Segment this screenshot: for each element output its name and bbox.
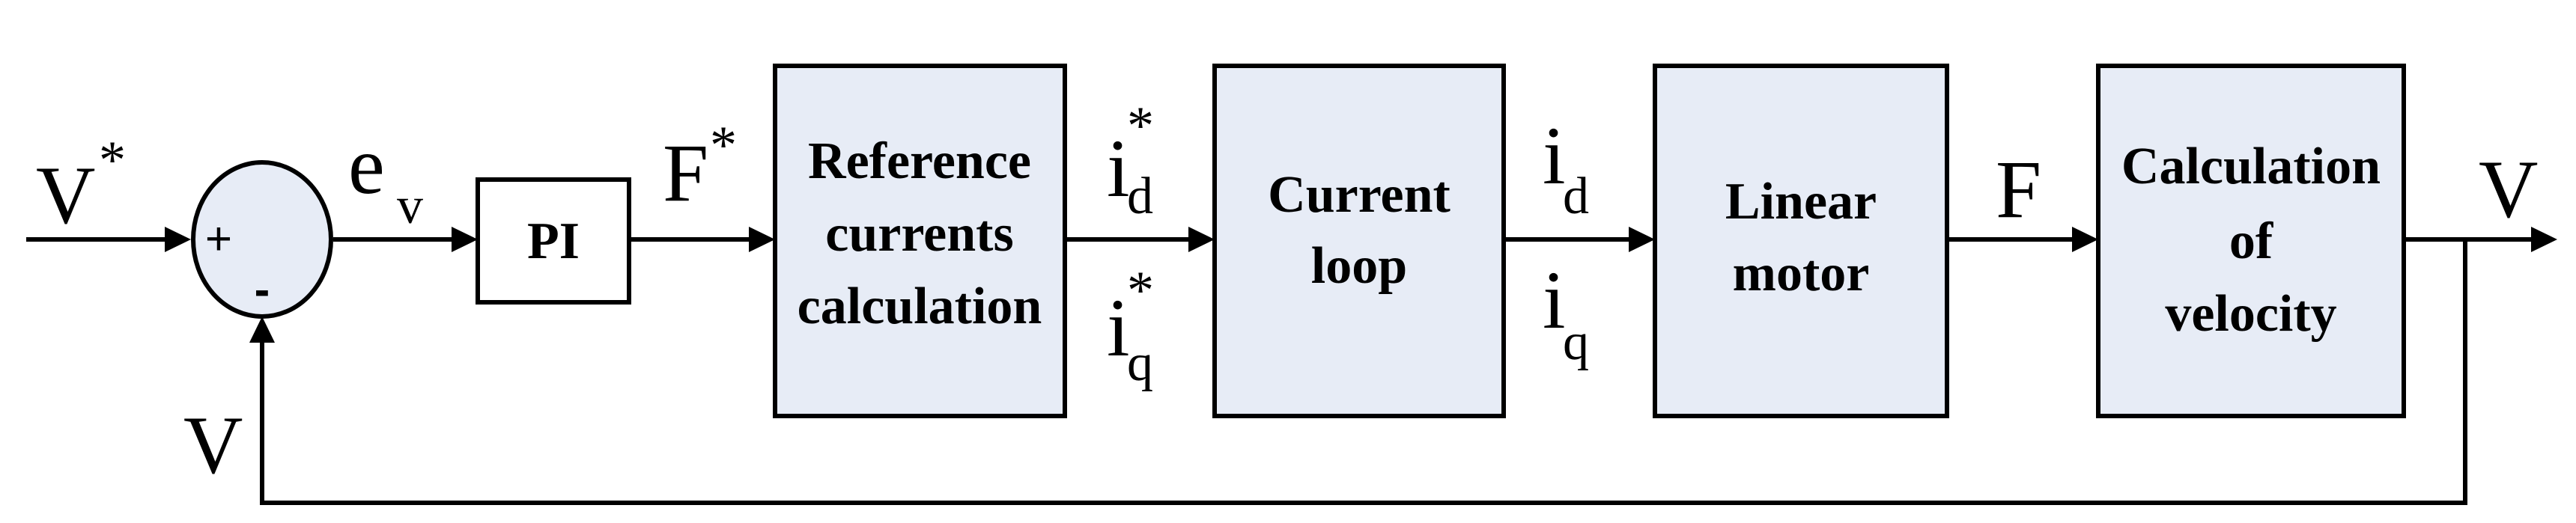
- minus-sign: -: [255, 264, 270, 316]
- label-error-sub: v: [397, 177, 423, 235]
- label-iq-ref-sup: *: [1127, 260, 1154, 320]
- reference-line-3: calculation: [798, 278, 1042, 335]
- force-arrowhead: [2072, 227, 2098, 252]
- current-loop-line-1: Current: [1268, 166, 1450, 224]
- linear-motor-block: Linear motor: [1653, 64, 1949, 418]
- pi-block: PI: [476, 177, 631, 305]
- label-iq: i q: [1543, 254, 1589, 371]
- label-iq-ref-base: i: [1107, 282, 1130, 373]
- pi-box: [476, 177, 631, 305]
- velocity-line-3: velocity: [2165, 285, 2336, 343]
- current-loop-box: [1212, 64, 1506, 418]
- label-iq-sub: q: [1563, 314, 1589, 371]
- input-arrowhead: [165, 227, 191, 252]
- label-iq-ref: i * q: [1107, 260, 1154, 392]
- label-output-v: V: [2479, 144, 2538, 235]
- label-error-base: e: [348, 120, 385, 211]
- label-id-ref: i * d: [1107, 96, 1154, 225]
- label-force: F: [1996, 144, 2041, 235]
- current-ref-arrowhead: [1188, 227, 1215, 252]
- reference-currents-box: [773, 64, 1067, 418]
- label-id-ref-sub: d: [1127, 168, 1153, 225]
- velocity-line-1: Calculation: [2121, 138, 2381, 195]
- label-id: i d: [1543, 110, 1589, 225]
- error-arrowhead: [452, 227, 478, 252]
- force-ref-arrowhead: [749, 227, 775, 252]
- current-arrowhead: [1629, 227, 1655, 252]
- feedback-arrowhead: [249, 316, 275, 343]
- label-iq-ref-sub: q: [1127, 334, 1153, 392]
- label-feedback-v: V: [183, 400, 243, 491]
- reference-line-1: Reference: [808, 132, 1031, 190]
- velocity-calculation-block: Calculation of velocity: [2096, 64, 2406, 418]
- label-input-v-star: V *: [36, 130, 126, 241]
- label-id-ref-sup: *: [1127, 96, 1154, 156]
- current-loop-line-2: loop: [1311, 237, 1407, 295]
- label-force-ref: F *: [663, 115, 737, 218]
- label-id-sub: d: [1563, 168, 1589, 225]
- plus-sign: +: [205, 213, 232, 265]
- label-input-base: V: [36, 150, 95, 241]
- pi-label: PI: [527, 212, 580, 270]
- label-input-sup: *: [99, 130, 126, 190]
- reference-currents-block: Reference currents calculation: [773, 64, 1067, 418]
- label-force-ref-base: F: [663, 127, 708, 218]
- label-id-ref-base: i: [1107, 123, 1130, 214]
- current-loop-block: Current loop: [1212, 64, 1506, 418]
- output-arrowhead: [2531, 227, 2557, 252]
- summing-junction: + -: [191, 160, 333, 319]
- linear-motor-box: [1653, 64, 1949, 418]
- velocity-line-2: of: [2229, 212, 2273, 270]
- label-force-ref-sup: *: [710, 115, 737, 175]
- label-id-base: i: [1543, 110, 1566, 201]
- linear-motor-line-1: Linear: [1725, 173, 1877, 230]
- summing-circle: [191, 160, 333, 319]
- label-iq-base: i: [1543, 254, 1566, 346]
- reference-line-2: currents: [825, 205, 1013, 263]
- velocity-calculation-box: [2096, 64, 2406, 418]
- label-error-ev: e v: [348, 120, 423, 235]
- feedback-wire: [260, 239, 2467, 505]
- linear-motor-line-2: motor: [1733, 245, 1870, 302]
